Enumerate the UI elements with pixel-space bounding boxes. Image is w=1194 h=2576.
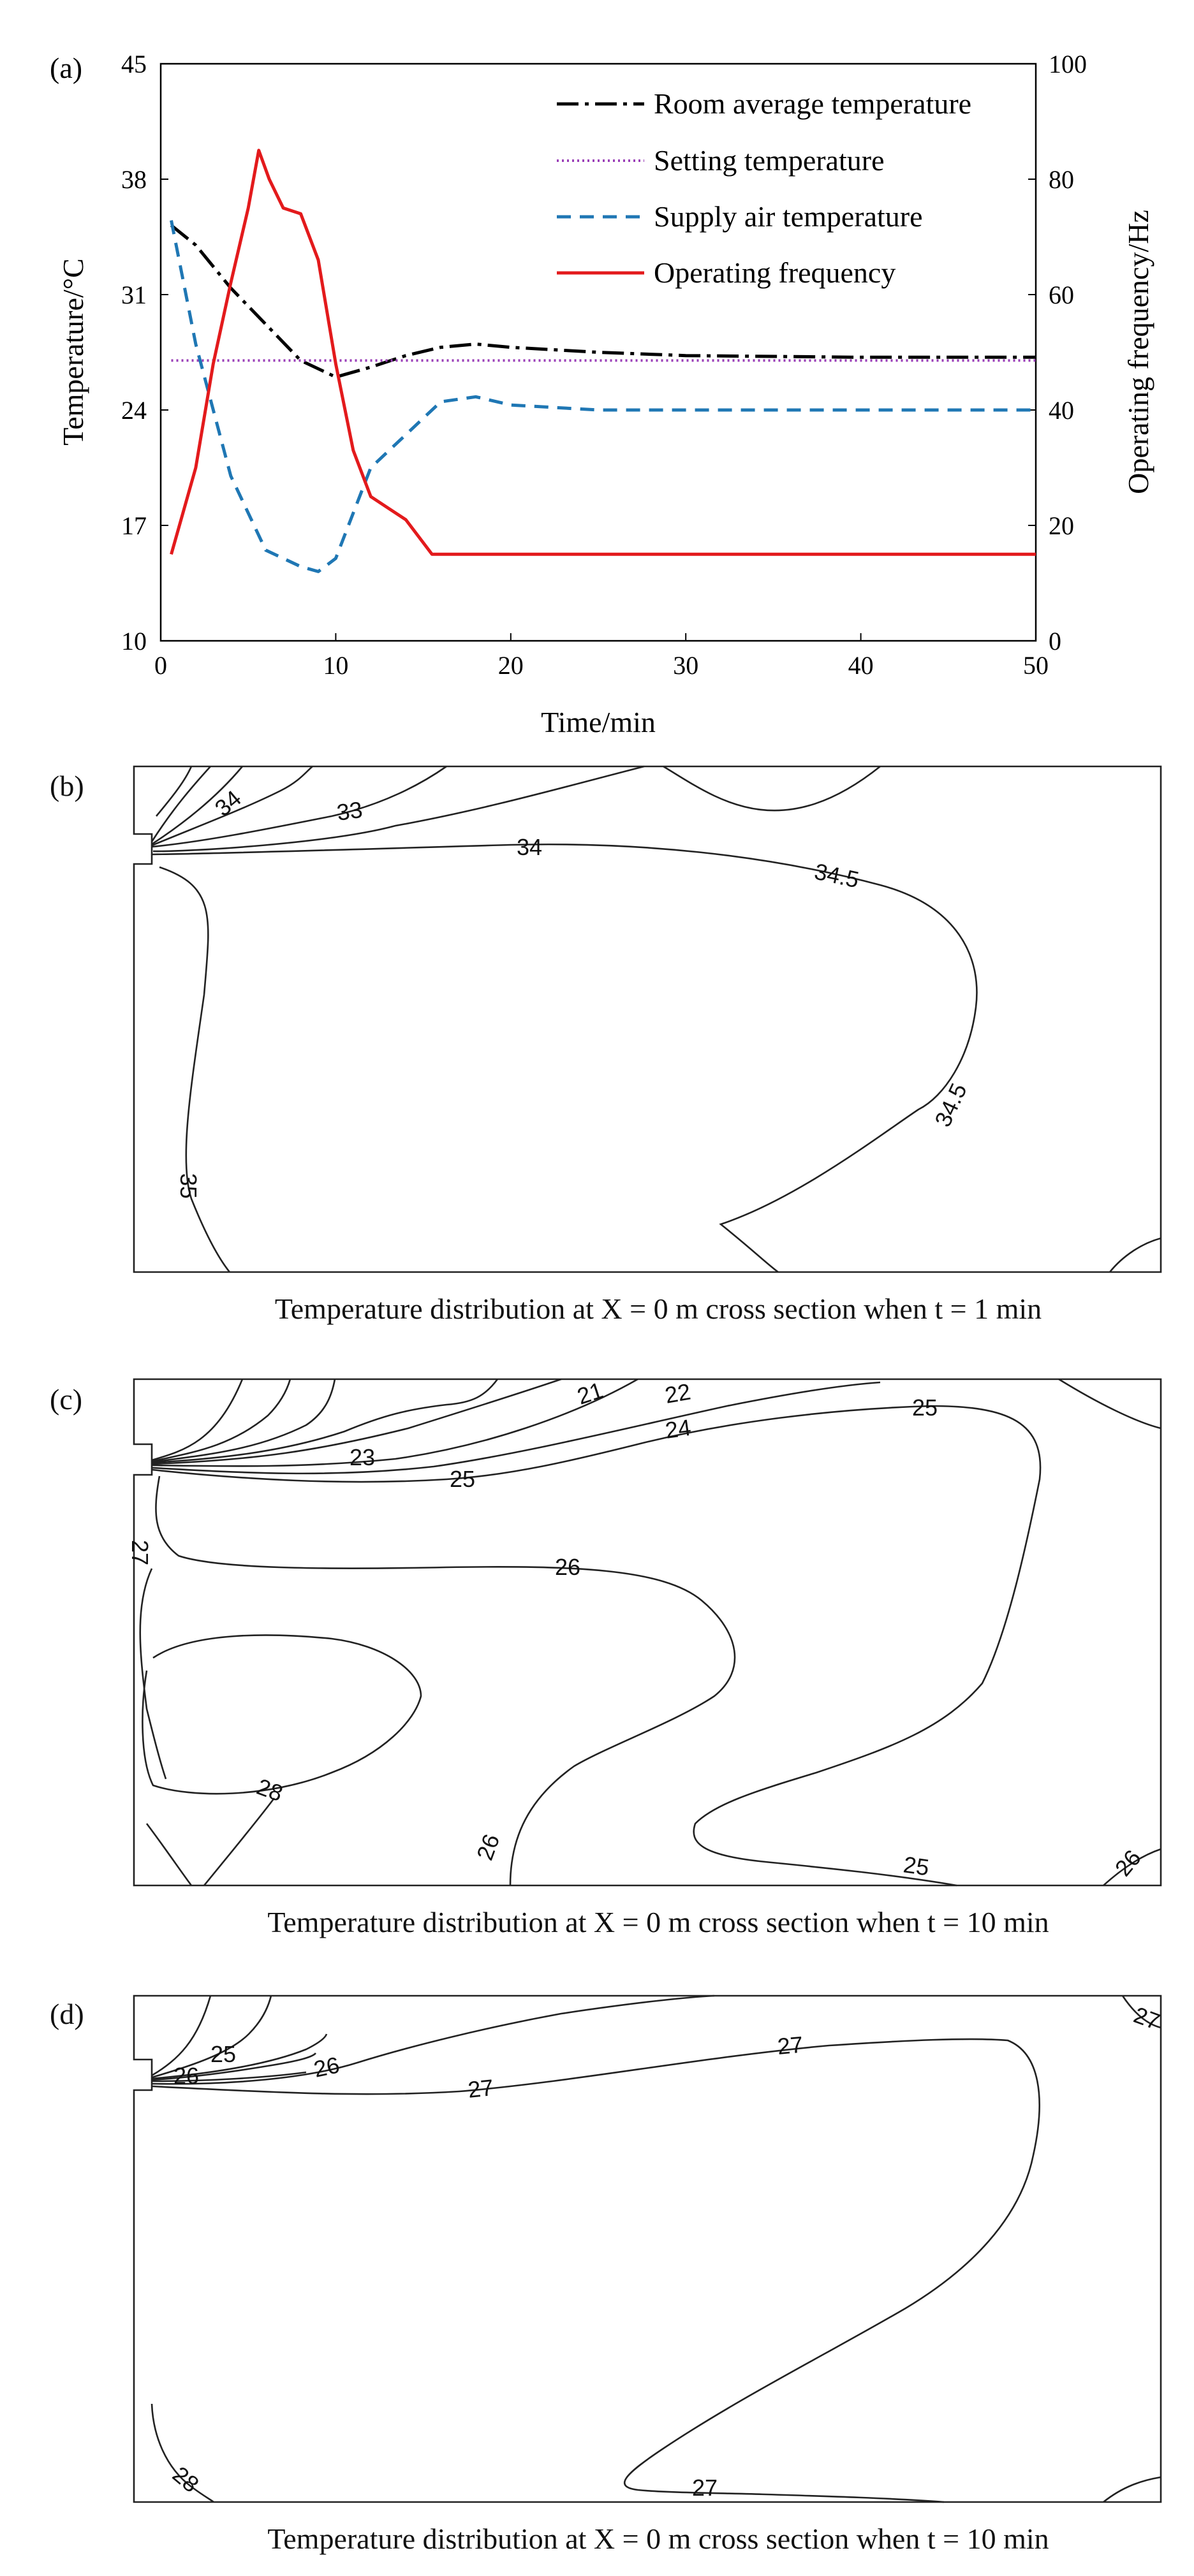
x-tick-label: 30 <box>673 651 698 680</box>
chart-plot-area <box>159 62 1037 642</box>
y2-tick-label: 100 <box>1049 50 1087 78</box>
contour-label: 27 <box>776 2031 804 2060</box>
panel-d-caption: Temperature distribution at X = 0 m cros… <box>267 2522 1049 2555</box>
series-operating-frequency <box>170 149 1036 556</box>
contour-labels: 34 33 34 34.5 34.5 35 <box>175 785 972 1199</box>
contour-label: 26 <box>471 1831 505 1864</box>
series-supply-air-temperature <box>170 220 1036 573</box>
x-tick-label: 10 <box>323 651 348 680</box>
x-axis-label: Time/min <box>541 706 656 738</box>
y-tick-label: 24 <box>121 396 147 425</box>
series-room-average-temperature <box>170 224 1036 379</box>
panel-b-caption: Temperature distribution at X = 0 m cros… <box>275 1292 1042 1325</box>
contour-label: 25 <box>912 1394 938 1421</box>
contour-label: 27 <box>127 1540 153 1565</box>
y2-tick-label: 40 <box>1049 396 1074 425</box>
contour-label: 24 <box>663 1414 692 1444</box>
chart-legend: Room average temperature Setting tempera… <box>557 87 971 289</box>
panel-d: (d) 25 26 26 27 27 27 28 27 Temperature … <box>50 1994 1163 2555</box>
room-outline <box>133 765 1162 1273</box>
contour-label: 34.5 <box>812 858 861 893</box>
x-tick-label: 40 <box>848 651 874 680</box>
y2-tick-label: 60 <box>1049 281 1074 309</box>
contour-lines <box>151 765 1161 1273</box>
contour-label: 33 <box>335 796 364 826</box>
contour-label: 26 <box>173 2063 199 2089</box>
legend-label-frequency: Operating frequency <box>654 256 895 289</box>
y-tick-label: 10 <box>121 627 147 655</box>
y2-axis-label: Operating frequency/Hz <box>1122 210 1154 494</box>
contour-labels: 21 22 23 24 25 25 26 27 28 26 25 26 <box>127 1377 1146 1881</box>
x-tick-label: 0 <box>154 651 167 680</box>
contour-label: 25 <box>450 1466 475 1492</box>
contour-label: 34 <box>517 834 542 860</box>
panel-b: (b) 34 33 34 34.5 34.5 35 Temperature di… <box>50 765 1162 1325</box>
contour-label: 34.5 <box>929 1079 972 1131</box>
y-tick-label: 17 <box>121 511 147 540</box>
x-tick-label: 20 <box>498 651 524 680</box>
contour-label: 22 <box>663 1379 693 1409</box>
chart-series <box>170 149 1036 573</box>
y2-tick-label: 80 <box>1049 165 1074 194</box>
contour-label: 25 <box>210 2041 236 2067</box>
room-outline <box>133 1994 1162 2503</box>
contour-label: 34 <box>210 785 246 821</box>
contour-label: 26 <box>555 1554 580 1580</box>
x-axis-ticks: 0 10 20 30 40 50 <box>154 633 1049 680</box>
panel-b-label: (b) <box>50 770 84 802</box>
contour-label: 23 <box>350 1444 375 1470</box>
y-tick-label: 45 <box>121 50 147 78</box>
y2-axis-ticks: 0 20 40 60 80 100 <box>1028 50 1087 655</box>
panel-c: (c) 21 22 23 24 25 25 26 27 <box>50 1377 1162 1938</box>
room-outline <box>133 1378 1162 1887</box>
contour-label: 26 <box>311 2051 342 2082</box>
contour-lines <box>139 1378 1161 1887</box>
x-tick-label: 50 <box>1023 651 1049 680</box>
contour-label: 35 <box>175 1173 202 1199</box>
y2-tick-label: 20 <box>1049 511 1074 540</box>
y-tick-label: 38 <box>121 165 147 194</box>
contour-labels: 25 26 26 27 27 27 28 27 <box>168 2002 1163 2501</box>
contour-label: 27 <box>467 2074 495 2103</box>
panel-c-caption: Temperature distribution at X = 0 m cros… <box>267 1906 1049 1938</box>
contour-label: 21 <box>574 1377 607 1409</box>
y-axis-label: Temperature/°C <box>57 258 89 446</box>
y2-tick-label: 0 <box>1049 627 1061 655</box>
legend-label-setting: Setting temperature <box>654 144 885 177</box>
contour-lines <box>151 1994 1161 2503</box>
legend-label-room-average: Room average temperature <box>654 87 971 120</box>
contour-label: 25 <box>902 1851 931 1880</box>
contour-label: 27 <box>692 2475 718 2501</box>
y-axis-ticks: 10 17 24 31 38 45 <box>121 50 168 655</box>
contour-label: 27 <box>1130 2002 1163 2035</box>
panel-d-label: (d) <box>50 1998 84 2030</box>
y-tick-label: 31 <box>121 281 147 309</box>
legend-label-supply-air: Supply air temperature <box>654 200 923 233</box>
panel-a-label: (a) <box>50 52 82 84</box>
contour-label: 28 <box>253 1773 286 1806</box>
panel-c-label: (c) <box>50 1383 82 1416</box>
